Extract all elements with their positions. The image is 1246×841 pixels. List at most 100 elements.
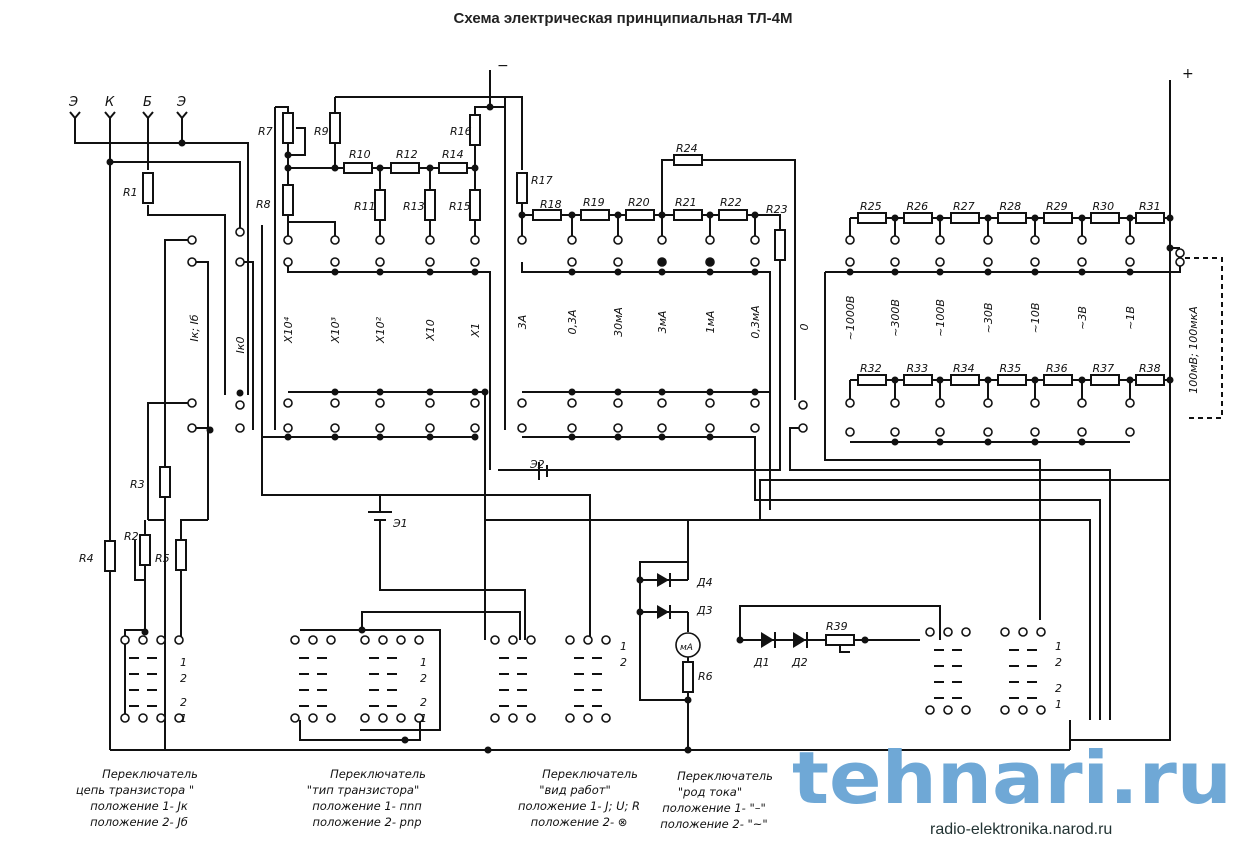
junction-dot (936, 376, 944, 384)
contact (890, 235, 900, 245)
junction-dot (891, 376, 899, 384)
contact (326, 713, 336, 723)
contact (798, 400, 808, 410)
junction-dot (284, 151, 292, 159)
contact (567, 423, 577, 433)
contact (657, 423, 667, 433)
contact (983, 427, 993, 437)
junction-dot (568, 433, 576, 441)
contact (961, 627, 971, 637)
watermark-logo: tehnari.ru (792, 736, 1232, 820)
resistor (1135, 374, 1165, 386)
contact (583, 713, 593, 723)
junction-dot (846, 268, 854, 276)
wire (474, 106, 505, 115)
resistor-label: R15 (449, 200, 471, 213)
range-label: X10⁴ (282, 316, 295, 344)
watermark-url: radio-elektronika.narod.ru (930, 821, 1112, 838)
contact (583, 635, 593, 645)
contact (396, 635, 406, 645)
contact (375, 398, 385, 408)
contact (943, 627, 953, 637)
contact (935, 427, 945, 437)
junction-dot (1031, 438, 1039, 446)
resistor-label: R3 (130, 478, 145, 491)
resistor (997, 212, 1027, 224)
switch-caption-line: "вид работ" (539, 783, 611, 797)
range-label: ~100В (934, 299, 947, 337)
contact (1018, 627, 1028, 637)
diode (761, 632, 774, 648)
contact (983, 257, 993, 267)
contact (330, 257, 340, 267)
junction-dot (706, 258, 714, 266)
resistor (673, 154, 703, 166)
contact (235, 400, 245, 410)
contact (798, 423, 808, 433)
junction-dot (331, 164, 339, 172)
switch-position-label: 2 (620, 656, 627, 669)
junction-dot (358, 626, 366, 634)
contact (925, 627, 935, 637)
switch-caption-line: положение 1- пnп (312, 799, 422, 813)
resistor (390, 162, 420, 174)
wire (104, 111, 116, 120)
contact (187, 398, 197, 408)
resistor (516, 172, 528, 204)
switch-position-label: 1 (420, 656, 427, 669)
resistor (950, 212, 980, 224)
resistor (1090, 374, 1120, 386)
resistor (857, 374, 887, 386)
junction-dot (426, 433, 434, 441)
switch-position-label: 2 (180, 672, 187, 685)
contact (235, 227, 245, 237)
wire (288, 221, 336, 236)
resistor-label: R16 (450, 125, 472, 138)
contact (890, 427, 900, 437)
resistor-label: R27 (953, 200, 975, 213)
switch-position-label: 1 (1055, 698, 1062, 711)
diode (657, 573, 669, 587)
junction-dot (401, 736, 409, 744)
junction-dot (376, 268, 384, 276)
contact (378, 635, 388, 645)
resistor (903, 212, 933, 224)
contact (657, 398, 667, 408)
switch-caption-line: положение 1- Jк (90, 799, 188, 813)
junction-dot (736, 636, 744, 644)
resistor-label: R13 (403, 200, 425, 213)
contact (601, 635, 611, 645)
junction-dot (1078, 376, 1086, 384)
contact (601, 713, 611, 723)
contact (845, 427, 855, 437)
junction-dot (636, 576, 644, 584)
wire (74, 125, 249, 395)
mode-label: Iк; Iб (188, 314, 201, 341)
contact (375, 257, 385, 267)
junction-dot (936, 268, 944, 276)
resistor-label: R33 (907, 362, 929, 375)
wire (180, 519, 208, 540)
contact (925, 705, 935, 715)
contact (490, 713, 500, 723)
wire (299, 720, 421, 741)
resistor (997, 374, 1027, 386)
resistor (857, 212, 887, 224)
switch-caption-line: положение 2- Jб (90, 815, 188, 829)
contact (1077, 398, 1087, 408)
contact (565, 635, 575, 645)
diagram-title: Схема электрическая принципиальная ТЛ-4М (453, 10, 793, 27)
switch-caption-line: положение 1- J; U; R (518, 799, 640, 813)
contact (360, 635, 370, 645)
wire (134, 540, 145, 581)
junction-dot (706, 433, 714, 441)
junction-dot (706, 211, 714, 219)
contact (705, 235, 715, 245)
wire (287, 266, 491, 470)
resistor (1090, 212, 1120, 224)
wire (147, 205, 226, 395)
contact (1125, 257, 1135, 267)
junction-dot (684, 746, 692, 754)
contact (425, 423, 435, 433)
